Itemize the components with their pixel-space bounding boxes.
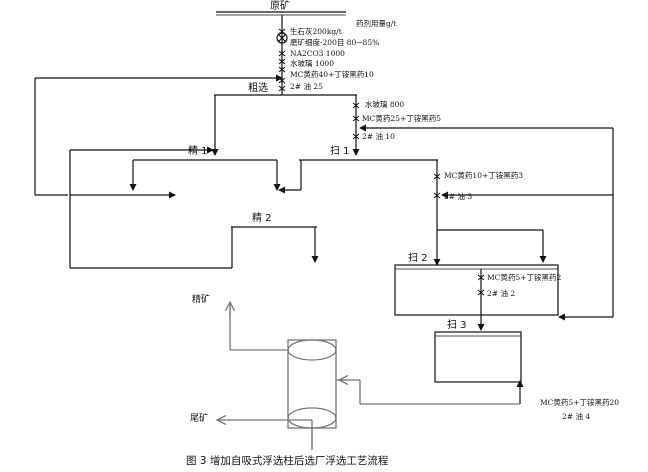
scav3-cell bbox=[434, 331, 522, 383]
scav2-cell bbox=[394, 264, 559, 316]
scav1-reagent-1: 2# 油 3 bbox=[444, 192, 473, 201]
feed-reagent-0: 生石灰200kg/t bbox=[290, 27, 342, 36]
scav2-label: 扫 2 bbox=[408, 253, 428, 264]
cleaner2-label: 精 2 bbox=[252, 213, 272, 224]
rougher-reagent-1: MC黄药25+丁铵黑药5 bbox=[362, 114, 442, 123]
feed-reagent-4: MC黄药40+丁铵黑药10 bbox=[290, 70, 374, 79]
raw-ore-label: 原矿 bbox=[270, 1, 290, 12]
column-reagent-0: MC黄药5+丁铵黑药20 bbox=[540, 398, 620, 407]
rougher-reagent-2: 2# 油 10 bbox=[362, 132, 395, 141]
rougher-label: 粗选 bbox=[248, 83, 268, 94]
rougher-reagent-0: 水玻璃 800 bbox=[365, 100, 405, 109]
scav3-label: 扫 3 bbox=[447, 320, 467, 331]
feed-reagent-3: 水玻璃 1000 bbox=[290, 59, 334, 68]
column-reagent-1: 2# 油 4 bbox=[562, 412, 591, 421]
feed-reagent-5: 2# 油 25 bbox=[290, 82, 323, 91]
feed-reagent-1: 磨矿细度-200目 80~85% bbox=[290, 38, 380, 47]
flotation-column bbox=[287, 339, 337, 429]
tailings-label: 尾矿 bbox=[190, 414, 209, 424]
scav2-reagent-0: MC黄药5+丁铵黑药2 bbox=[487, 273, 562, 282]
feed-reagent-2: NA2CO3 1000 bbox=[290, 49, 345, 58]
concentrate-label: 精矿 bbox=[192, 295, 211, 305]
dosage-header: 药剂用量g/t bbox=[356, 19, 397, 28]
scav1-label: 扫 1 bbox=[330, 146, 350, 157]
scav2-reagent-1: 2# 油 2 bbox=[487, 289, 516, 298]
grinding-mill-symbol bbox=[276, 32, 288, 44]
scav1-reagent-0: MC黄药10+丁铵黑药3 bbox=[444, 171, 524, 180]
figure-caption: 图 3 增加自吸式浮选柱后选厂浮选工艺流程 bbox=[186, 455, 389, 467]
cleaner1-label: 精 1 bbox=[188, 146, 208, 157]
